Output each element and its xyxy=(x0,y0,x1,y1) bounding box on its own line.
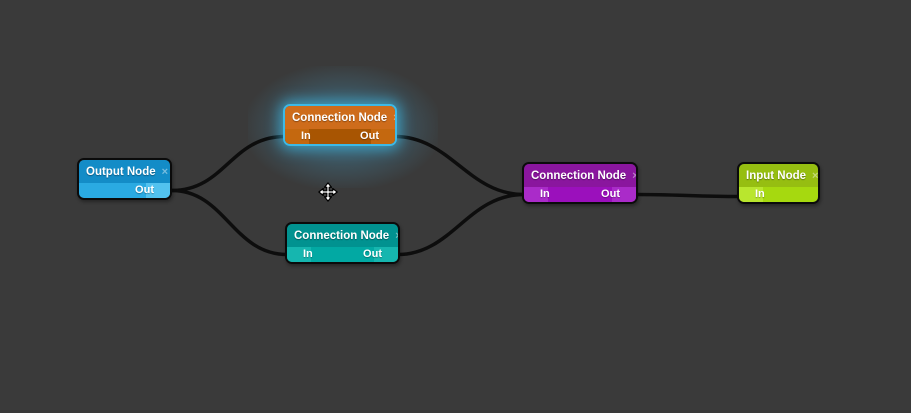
port-endpoint-in[interactable] xyxy=(739,187,763,202)
node-title-bar: Input Node × xyxy=(739,164,818,187)
port-label-out[interactable]: Out xyxy=(135,184,154,196)
node-input[interactable]: Input Node × In xyxy=(737,162,820,204)
port-label-out[interactable]: Out xyxy=(363,248,382,260)
node-title-bar: Connection Node × xyxy=(285,106,395,129)
node-ports-bar: In xyxy=(739,187,818,202)
close-icon[interactable]: × xyxy=(161,165,169,178)
connection-edge[interactable] xyxy=(170,188,289,257)
node-title: Input Node xyxy=(746,169,807,182)
node-connection-right[interactable]: Connection Node × In Out xyxy=(522,162,638,204)
node-output[interactable]: Output Node × Out xyxy=(77,158,172,200)
port-endpoint-in[interactable] xyxy=(524,187,548,202)
node-title: Connection Node xyxy=(292,111,388,124)
node-title: Connection Node xyxy=(294,229,390,242)
port-label-in[interactable]: In xyxy=(303,248,313,260)
node-ports-bar: In Out xyxy=(287,247,398,262)
node-title-bar: Output Node × xyxy=(79,160,170,183)
close-icon[interactable]: × xyxy=(389,230,398,242)
connection-edge[interactable] xyxy=(634,192,741,199)
port-endpoint-out[interactable] xyxy=(146,183,170,198)
node-title-bar: Connection Node × xyxy=(287,224,398,247)
port-endpoint-out[interactable] xyxy=(612,187,636,202)
port-endpoint-out[interactable] xyxy=(371,129,395,144)
node-title: Output Node xyxy=(86,165,156,178)
port-endpoint-in[interactable] xyxy=(287,247,311,262)
node-title-bar: Connection Node × xyxy=(524,164,636,187)
port-label-in[interactable]: In xyxy=(301,130,311,142)
node-connection-top[interactable]: Connection Node × In Out xyxy=(283,104,397,146)
connection-edge[interactable] xyxy=(393,134,526,197)
node-title: Connection Node xyxy=(531,169,627,182)
node-connection-bottom[interactable]: Connection Node × In Out xyxy=(285,222,400,264)
close-icon[interactable]: × xyxy=(812,169,819,182)
node-ports-bar: In Out xyxy=(285,129,395,144)
close-icon[interactable]: × xyxy=(632,169,638,182)
port-label-in[interactable]: In xyxy=(540,188,550,200)
port-label-in[interactable]: In xyxy=(755,188,765,200)
connection-edge[interactable] xyxy=(170,134,287,193)
node-ports-bar: In Out xyxy=(524,187,636,202)
close-icon[interactable]: × xyxy=(387,112,395,124)
node-ports-bar: Out xyxy=(79,183,170,198)
port-label-out[interactable]: Out xyxy=(360,130,379,142)
connection-edge[interactable] xyxy=(396,192,526,257)
port-label-out[interactable]: Out xyxy=(601,188,620,200)
port-endpoint-out[interactable] xyxy=(374,247,398,262)
port-endpoint-in[interactable] xyxy=(285,129,309,144)
